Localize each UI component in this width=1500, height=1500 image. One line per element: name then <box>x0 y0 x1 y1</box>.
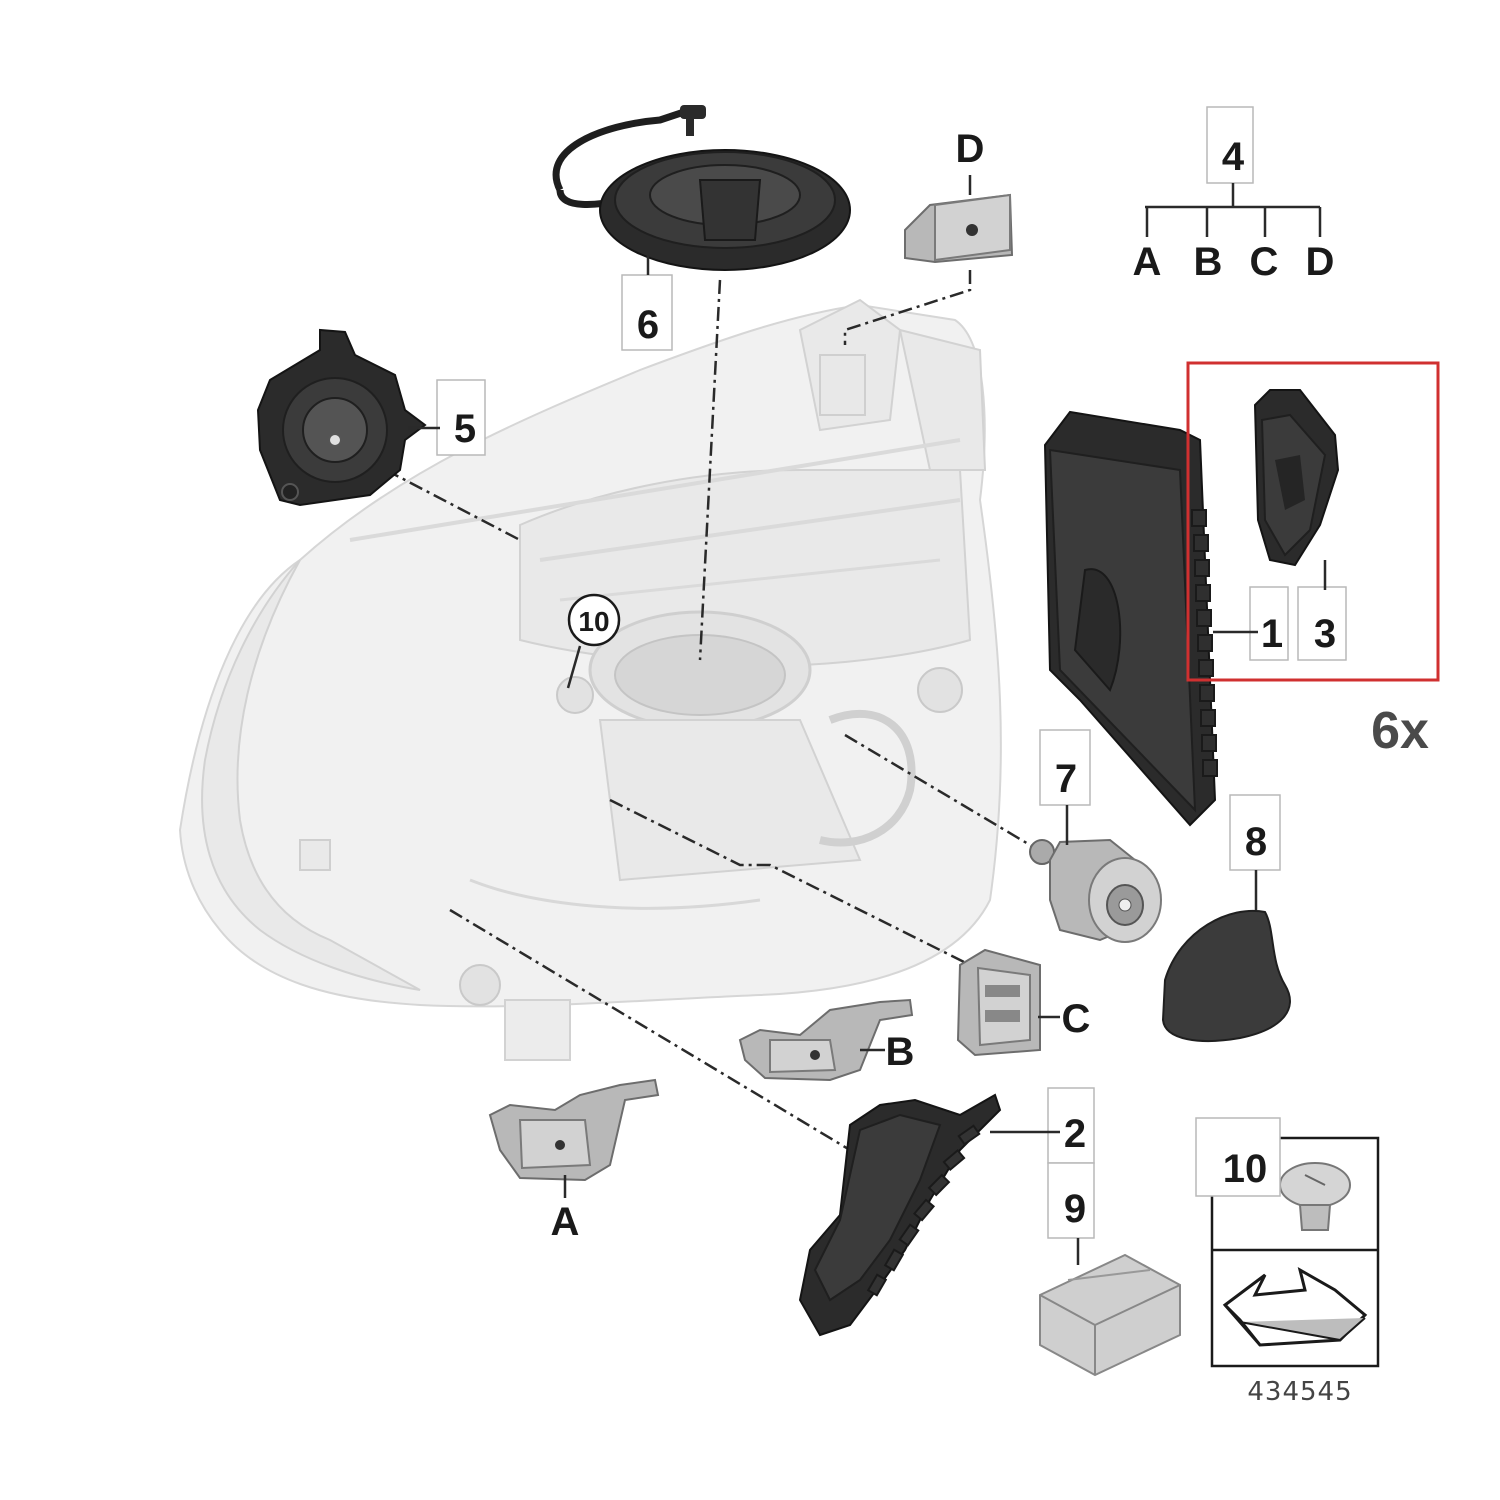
part-5-motor <box>256 328 427 507</box>
label-tree-b: B <box>1194 240 1223 284</box>
reference-number: 434545 <box>1247 1377 1352 1407</box>
label-tree-a: A <box>1133 240 1162 284</box>
highlight-frame <box>1186 361 1440 682</box>
label-part-8: 8 <box>1245 820 1267 864</box>
label-bracket-c: C <box>1062 997 1091 1041</box>
part-10-inset <box>1210 1136 1380 1368</box>
label-part-6: 6 <box>637 303 659 347</box>
label-part-9: 9 <box>1064 1187 1086 1231</box>
label-tree-c: C <box>1250 240 1279 284</box>
part-c-bracket <box>956 948 1041 1057</box>
part-d-clip <box>904 193 1014 264</box>
arrow-icon <box>1222 1266 1368 1347</box>
part-8-cap <box>1161 909 1291 1042</box>
part-a-bracket <box>488 1078 660 1182</box>
part-1-control-module <box>1043 410 1218 827</box>
part-2-duct <box>798 1093 1002 1337</box>
label-tree-d: D <box>1306 240 1335 284</box>
callout-labels: 4 A B C D D 6 5 10 1 3 6x 7 8 C B A 2 9 … <box>454 127 1429 1407</box>
callout-frames <box>408 175 1347 1265</box>
label-bracket-d: D <box>956 127 985 171</box>
part-3-ballast-module <box>1253 389 1340 567</box>
part-9-box <box>1039 1253 1181 1377</box>
quantity-label: 6x <box>1371 702 1429 760</box>
part-4-tree <box>1145 106 1322 237</box>
label-part-5: 5 <box>454 407 476 451</box>
label-part-7: 7 <box>1055 757 1077 801</box>
label-part-4: 4 <box>1222 135 1245 179</box>
label-bracket-a: A <box>551 1200 580 1244</box>
label-part-3: 3 <box>1314 612 1336 656</box>
headlight-housing <box>178 298 1002 1061</box>
part-6-cover-cap <box>552 105 851 271</box>
label-bracket-b: B <box>886 1030 915 1074</box>
part-b-bracket <box>738 998 914 1082</box>
label-part-1: 1 <box>1261 612 1283 656</box>
label-part-10-inset: 10 <box>1223 1147 1268 1191</box>
label-part-2: 2 <box>1064 1112 1086 1156</box>
label-part-10: 10 <box>578 606 609 637</box>
part-7-actuator <box>1029 838 1162 943</box>
